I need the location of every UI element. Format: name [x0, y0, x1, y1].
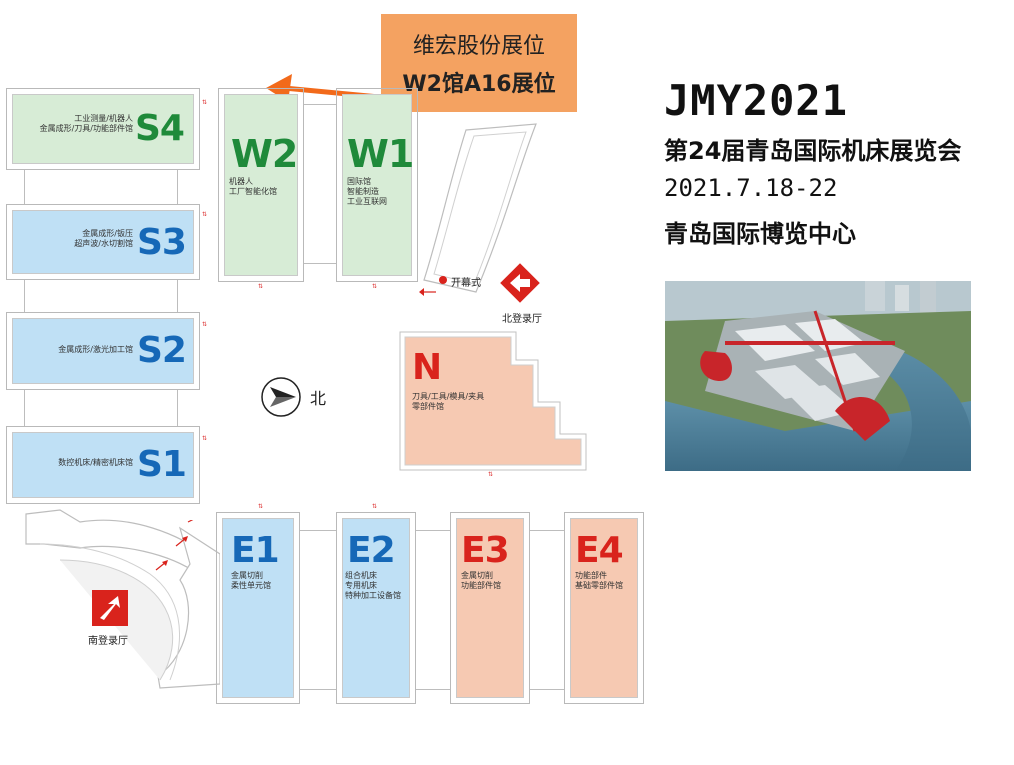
north-hall-label: 北登录厅: [502, 314, 542, 325]
connector: [304, 104, 336, 264]
hall-W1[interactable]: W1 国际馆 智能制造 工业互联网: [336, 88, 418, 282]
hall-E3-desc: 金属切削 功能部件馆: [461, 571, 501, 590]
hall-S2-desc: 金属成形/激光加工馆: [58, 345, 133, 354]
hall-N-code: N: [412, 347, 442, 388]
hall-E3[interactable]: E3 金属切削 功能部件馆: [450, 512, 530, 704]
north-label: 北: [310, 389, 327, 408]
door-marker: ⇅: [202, 211, 208, 218]
door-marker: ⇅: [258, 503, 264, 510]
hall-E4-desc: 功能部件 基础零部件馆: [575, 571, 623, 590]
door-marker: ⇅: [202, 99, 208, 106]
hall-W1-desc: 国际馆 智能制造 工业互联网: [347, 177, 387, 206]
connector: [300, 530, 336, 690]
hall-S3-code: S3: [137, 222, 187, 263]
entrance-arrow-icon[interactable]: [90, 588, 130, 628]
event-name: JMY2021: [664, 76, 849, 125]
hall-N-shape: [399, 331, 587, 471]
hall-S1-code: S1: [137, 444, 187, 485]
entrance-arrow-icon[interactable]: [499, 262, 541, 304]
hall-W1-code: W1: [347, 132, 414, 176]
hall-S2-code: S2: [137, 330, 187, 371]
hall-E1[interactable]: E1 金属切削 柔性单元馆: [216, 512, 300, 704]
hall-S4[interactable]: 工业测量/机器人 金属成形/刀具/功能部件馆 S4: [6, 88, 200, 170]
door-marker: ⇅: [258, 283, 264, 290]
connector: [24, 170, 178, 204]
hall-N-desc: 刀具/工具/模具/夹具 零部件馆: [412, 392, 485, 411]
hall-E2-code: E2: [347, 530, 396, 571]
connector: [24, 390, 178, 426]
hall-S4-code: S4: [135, 108, 185, 149]
connector: [530, 530, 564, 690]
hall-S1-desc: 数控机床/精密机床馆: [58, 458, 133, 467]
callout-line1: 维宏股份展位: [412, 34, 545, 59]
hall-E2-desc: 组合机床 专用机床 特种加工设备馆: [345, 571, 401, 600]
opening-label: 开幕式: [451, 278, 481, 289]
aerial-photo: [665, 281, 971, 471]
callout-line2: W2馆A16展位: [402, 72, 556, 97]
door-marker: ⇅: [372, 283, 378, 290]
hall-E3-code: E3: [461, 530, 510, 571]
opening-arrow-icon: [419, 288, 436, 296]
hall-W2-code: W2: [231, 132, 298, 176]
north-compass-icon: [261, 377, 301, 417]
door-marker: ⇅: [488, 471, 494, 478]
door-marker: ⇅: [372, 503, 378, 510]
south-hall-label: 南登录厅: [88, 636, 128, 647]
hall-E1-desc: 金属切削 柔性单元馆: [231, 571, 271, 590]
door-marker: ⇅: [202, 321, 208, 328]
event-venue: 青岛国际博览中心: [664, 220, 856, 248]
hall-S3-desc: 金属成形/钣压 超声波/水切割馆: [74, 229, 133, 248]
hall-S3[interactable]: 金属成形/钣压 超声波/水切割馆 S3: [6, 204, 200, 280]
hall-W2[interactable]: W2 机器人 工厂智能化馆: [218, 88, 304, 282]
south-arrows-icon: [155, 520, 194, 571]
hall-E2[interactable]: E2 组合机床 专用机床 特种加工设备馆: [336, 512, 416, 704]
hall-W2-desc: 机器人 工厂智能化馆: [229, 177, 277, 196]
hall-E4-code: E4: [575, 530, 624, 571]
opening-dot: [439, 276, 447, 284]
hall-N[interactable]: N 刀具/工具/模具/夹具 零部件馆: [398, 330, 518, 470]
event-date: 2021.7.18-22: [664, 174, 838, 202]
hall-E4[interactable]: E4 功能部件 基础零部件馆: [564, 512, 644, 704]
hall-S4-desc: 工业测量/机器人 金属成形/刀具/功能部件馆: [39, 114, 133, 133]
hall-S1[interactable]: 数控机床/精密机床馆 S1: [6, 426, 200, 504]
connector: [24, 280, 178, 312]
connector: [416, 530, 450, 690]
hall-S2[interactable]: 金属成形/激光加工馆 S2: [6, 312, 200, 390]
hall-E1-code: E1: [231, 530, 280, 571]
booth-callout: 维宏股份展位 W2馆A16展位: [381, 14, 577, 112]
event-title: 第24届青岛国际机床展览会: [664, 137, 962, 165]
opening-ceremony-building: [423, 123, 537, 293]
door-marker: ⇅: [202, 435, 208, 442]
